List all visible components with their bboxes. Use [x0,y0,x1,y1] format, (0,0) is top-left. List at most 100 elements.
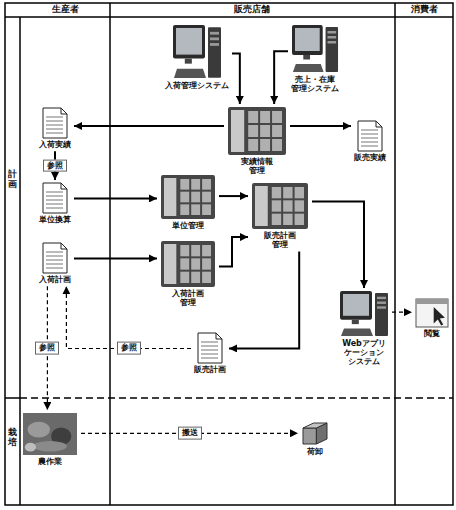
node-label: 農作業 [38,457,62,466]
server-bay [191,204,200,215]
document-fold [61,108,67,114]
server-bay [272,187,281,198]
client-computer: 売上・在庫 管理システム [288,22,342,95]
document-line [46,204,63,205]
document-page [358,121,382,151]
row-divider-dashed [20,397,453,399]
node-label: 販売計画 管理 [264,231,296,249]
node-label: 入荷管理システム [165,81,229,90]
document-fold [61,183,67,189]
monitor-stand [303,55,310,60]
box-icon [301,420,329,446]
document-page [43,243,67,273]
server-bay [248,125,258,137]
node-label: 売上・在庫 管理システム [291,75,339,93]
document-line [46,125,63,126]
node-label: 荷卸 [307,447,323,456]
doc-icon [357,120,383,152]
pc-tower [375,293,388,336]
server-bay [180,192,189,203]
flow-arrow [290,125,351,127]
doc-icon [42,107,68,139]
document-page [198,333,222,363]
server-bay [180,272,189,283]
server-bay [295,200,304,211]
keyboard [341,328,373,336]
document-line [46,264,63,265]
box-top [303,423,327,428]
node-label: 販売実績 [354,153,386,162]
server-bay [202,272,211,283]
document-line [46,117,63,118]
header-line [5,16,453,18]
server-bay [202,245,211,256]
document-page [43,183,67,213]
document-line [201,354,218,355]
document-fold [216,333,222,339]
computer-icon [172,24,222,80]
browser-icon: 閲覧 [412,296,452,340]
server-bay [180,179,189,190]
server-bay [272,200,281,211]
server-panel [164,178,176,216]
document-line [361,142,378,143]
flow-arrow [312,201,364,288]
document-line [46,192,63,193]
server-icon [227,106,287,156]
server-bay [202,204,211,215]
monitor-frame [340,291,372,320]
document-line [46,268,63,269]
server-bay [248,139,258,151]
monitor-frame [292,25,323,55]
drive-bay [377,302,386,304]
server-bay [272,111,282,123]
lane-header: 生産者 [52,5,79,15]
document-line [361,130,378,131]
browser-window [416,299,448,327]
keyboard [293,64,324,72]
flow-arrow [74,257,157,259]
server-bay [191,192,200,203]
drive-bay [377,297,386,299]
server-bay [202,258,211,269]
server-bay [283,200,292,211]
document-line [361,138,378,139]
flow-arrow [74,197,157,199]
drive-bay [327,31,336,34]
document-fold [61,243,67,249]
document-line [201,350,218,351]
cursor-arrow [434,307,445,326]
row-header: 計画 [8,170,17,190]
keyboard [174,69,206,78]
flow-arrow [229,251,299,348]
server-icon [160,240,216,288]
document-line [46,121,63,122]
server-bay [295,214,304,225]
server-body [161,241,215,287]
lane-divider [109,3,111,505]
edge-label: 参照 [43,159,67,172]
flow-arrow [232,54,240,104]
server-bay [272,125,282,137]
document-icon: 販売実績 [351,118,389,164]
server-bay [283,214,292,225]
server-rack: 入荷計画 管理 [157,238,219,309]
box-front [303,428,316,444]
monitor-screen [295,28,320,51]
photo-detail [33,441,67,452]
node-label: 実績情報 管理 [241,157,273,175]
document-line [46,129,63,130]
doc-icon [42,182,68,214]
computer-icon [339,290,389,338]
document-fold [376,121,382,127]
document-line [46,256,63,257]
edge-label: 参照 [117,342,141,355]
server-bay [248,111,258,123]
document-line [361,146,378,147]
photo-detail [28,422,50,438]
server-bay [180,245,189,256]
server-bay [272,139,282,151]
node-label: 入荷実績 [39,140,71,149]
document-page [43,108,67,138]
